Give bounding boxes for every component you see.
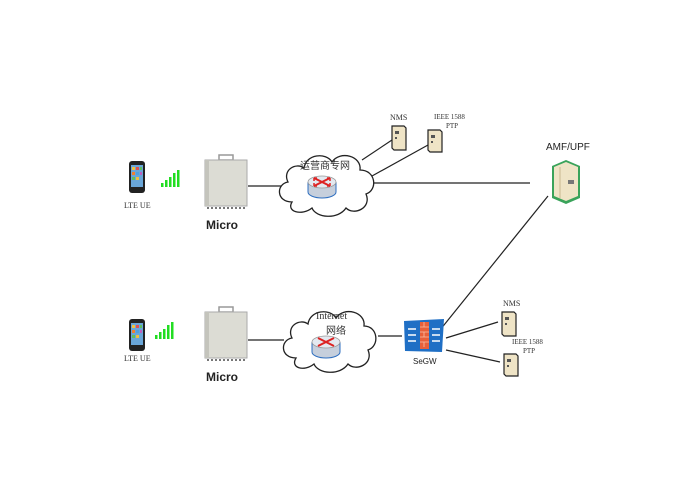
link-segw-to-ptp — [445, 349, 501, 363]
cloud-label-internet-line2: 网络 — [326, 326, 346, 337]
server-icon — [503, 353, 519, 377]
cloud-label-private: 运营商专网 — [300, 161, 350, 172]
signal-strength-icon-top — [160, 168, 180, 193]
micro-cell-icon — [204, 306, 248, 361]
firewall-icon — [404, 319, 444, 352]
micro-cell-icon — [204, 154, 248, 209]
nms-server-bottom — [498, 310, 518, 343]
ptp-label-top-line2: PTP — [446, 122, 459, 130]
router-top — [306, 174, 338, 205]
router-icon — [307, 175, 337, 199]
ptp-server-bottom — [500, 352, 520, 383]
ptp-server-top — [424, 128, 444, 159]
core-label: AMF/UPF — [546, 142, 590, 153]
micro-base-station-top — [203, 154, 249, 217]
link-cloud-to-nms-top — [361, 139, 393, 161]
ptp-label-top-line1: IEEE 1588 — [434, 113, 465, 121]
ptp-label-bottom-line1: IEEE 1588 — [512, 338, 543, 346]
server-icon — [391, 125, 407, 151]
ptp-label-bottom-line2: PTP — [523, 347, 536, 355]
micro-label-top: Micro — [206, 218, 239, 232]
micro-base-station-bottom — [203, 306, 249, 369]
nms-server-top — [388, 124, 408, 157]
link-segw-to-nms — [445, 321, 499, 339]
ue-label-bottom: LTE UE — [124, 354, 151, 363]
link-core-to-segw — [439, 195, 549, 331]
ue-label-top: LTE UE — [124, 201, 151, 210]
segw-label: SeGW — [413, 357, 437, 366]
nms-label-top: NMS — [390, 113, 408, 122]
router-icon — [311, 335, 341, 359]
server-icon — [501, 311, 517, 337]
ue-device-top — [128, 160, 146, 194]
cloud-label-internet-line1: Internet — [316, 311, 348, 322]
segw-firewall — [403, 318, 445, 359]
ue-device-bottom — [128, 318, 146, 352]
micro-label-bottom: Micro — [206, 370, 239, 384]
amf-upf-server — [550, 158, 582, 211]
link-cloud-to-ptp-top — [371, 144, 429, 177]
core-server-icon — [552, 160, 580, 204]
signal-strength-icon-bottom — [154, 320, 174, 345]
phone-icon — [129, 319, 145, 351]
phone-icon — [129, 161, 145, 193]
nms-label-bottom: NMS — [503, 299, 521, 308]
router-bottom — [310, 334, 342, 365]
server-icon — [427, 129, 443, 153]
